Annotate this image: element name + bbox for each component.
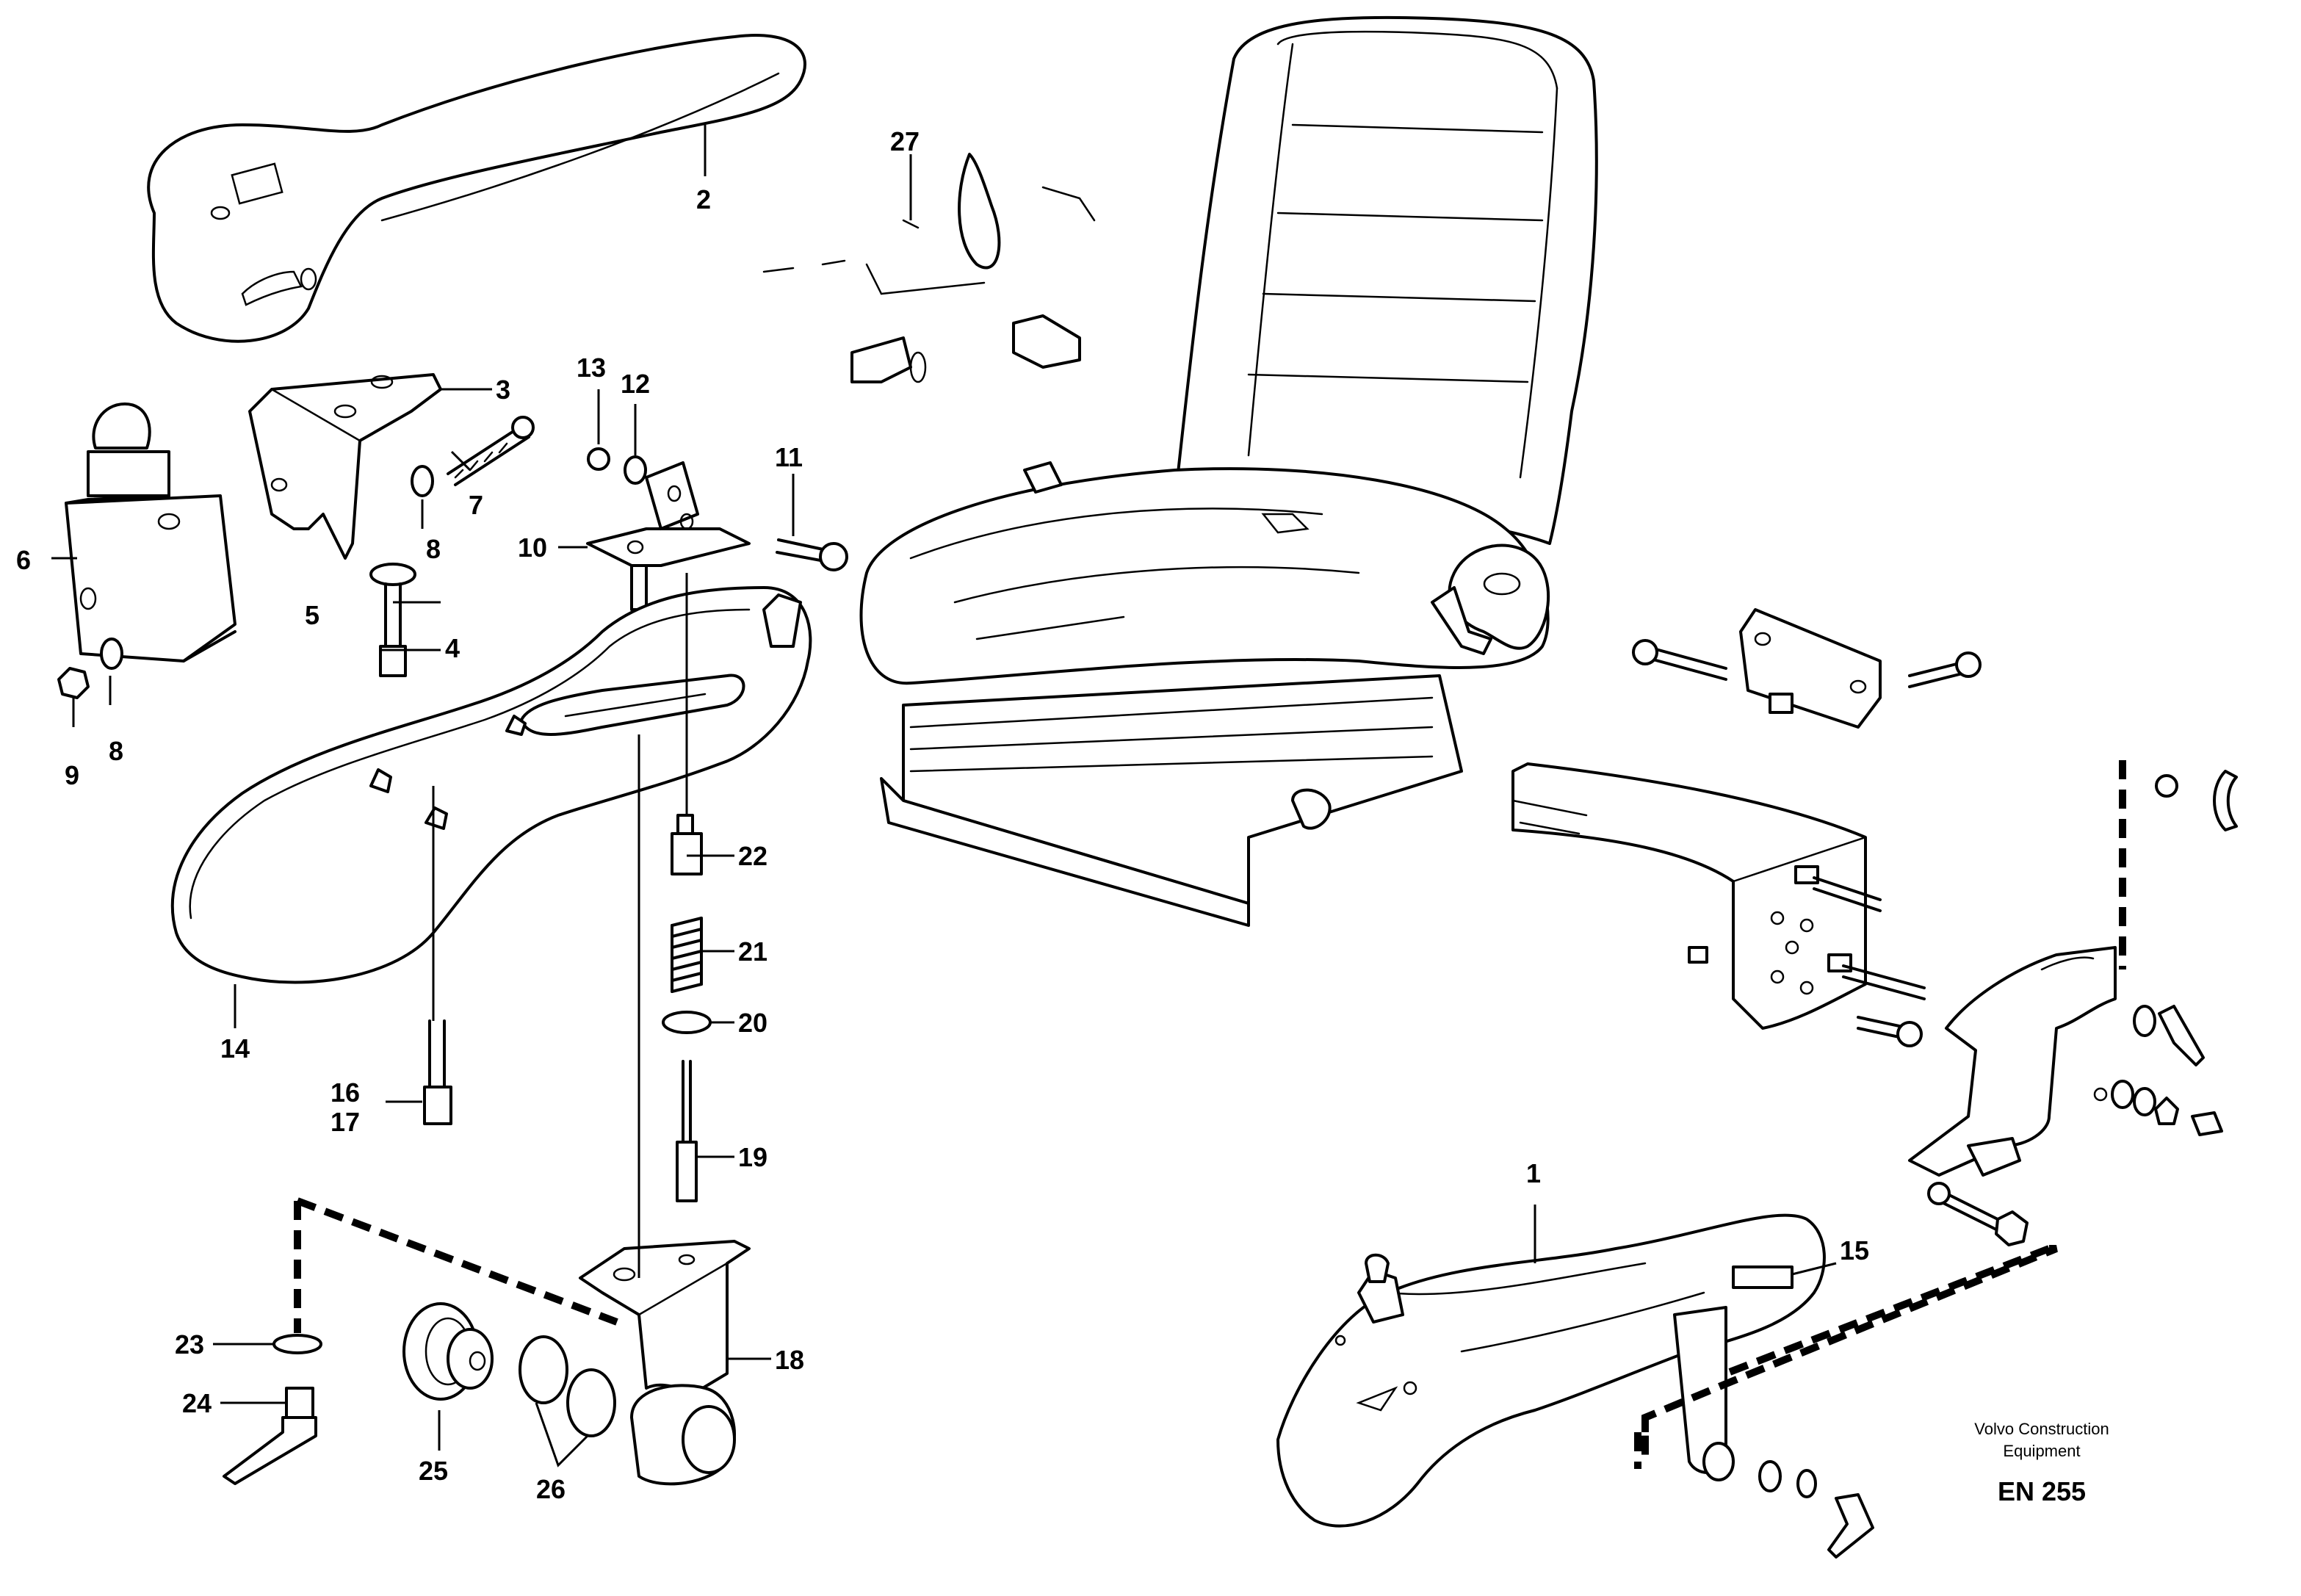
operator-seat bbox=[859, 15, 1598, 927]
callout-numbers: 1 2 3 4 5 6 7 8 8 9 10 11 12 13 14 15 16… bbox=[16, 126, 1869, 1504]
support-bracket bbox=[1908, 946, 2117, 1177]
spring-21 bbox=[671, 917, 703, 993]
bolt-11 bbox=[776, 538, 848, 571]
callout-3: 3 bbox=[496, 375, 510, 405]
callout-9: 9 bbox=[65, 760, 79, 790]
pin-19 bbox=[676, 1060, 698, 1202]
callout-5: 5 bbox=[305, 600, 319, 630]
footer: Volvo Construction Equipment EN 255 bbox=[1974, 1420, 2109, 1506]
washer-5 bbox=[369, 563, 416, 586]
callout-18: 18 bbox=[775, 1345, 804, 1375]
callout-24: 24 bbox=[182, 1388, 212, 1418]
nut-13 bbox=[587, 447, 610, 471]
callout-8b: 8 bbox=[109, 736, 123, 766]
knob-25 bbox=[402, 1302, 494, 1401]
washer-23 bbox=[272, 1334, 322, 1354]
pillar-18 bbox=[579, 1240, 751, 1486]
callout-21: 21 bbox=[738, 936, 767, 967]
clip-parts bbox=[850, 314, 1081, 383]
callout-6: 6 bbox=[16, 545, 31, 575]
joystick-unit-6 bbox=[65, 402, 236, 662]
sleeve-22 bbox=[671, 814, 703, 875]
bracket-10 bbox=[586, 461, 751, 611]
washer-20 bbox=[662, 1011, 712, 1034]
armrest-tray-14 bbox=[170, 586, 812, 984]
callout-12: 12 bbox=[621, 369, 650, 399]
cable-tie-27 bbox=[762, 153, 1096, 295]
armrest-1 bbox=[1276, 1213, 1874, 1559]
callout-27: 27 bbox=[890, 126, 920, 156]
washer-8-upper bbox=[411, 465, 434, 497]
mounting-plate bbox=[1511, 762, 1926, 1047]
callout-8a: 8 bbox=[426, 534, 441, 564]
nut-9 bbox=[57, 667, 90, 699]
washer-12 bbox=[624, 455, 647, 485]
bracket-3 bbox=[248, 373, 442, 560]
footer-code: EN 255 bbox=[1998, 1476, 2086, 1506]
footer-company-line2: Equipment bbox=[2003, 1442, 2080, 1460]
bolt-7 bbox=[447, 416, 535, 486]
washer-8-lower bbox=[100, 638, 123, 670]
callout-26: 26 bbox=[536, 1474, 566, 1504]
callout-15: 15 bbox=[1840, 1235, 1869, 1265]
knob-washers-right bbox=[2111, 1005, 2223, 1136]
callout-19: 19 bbox=[738, 1142, 767, 1172]
snap-rings-top-right bbox=[2155, 770, 2238, 831]
callout-11: 11 bbox=[775, 442, 803, 472]
callout-16: 16 bbox=[330, 1077, 360, 1108]
footer-company-line1: Volvo Construction bbox=[1974, 1420, 2109, 1438]
callout-14: 14 bbox=[220, 1033, 250, 1064]
callout-4: 4 bbox=[445, 633, 460, 663]
callout-25: 25 bbox=[419, 1456, 448, 1486]
callout-13: 13 bbox=[577, 353, 606, 383]
callout-17: 17 bbox=[330, 1107, 360, 1137]
callout-1: 1 bbox=[1526, 1158, 1541, 1188]
o-ring-26b bbox=[566, 1368, 616, 1437]
callout-22: 22 bbox=[738, 841, 767, 871]
callout-2: 2 bbox=[696, 184, 711, 214]
callout-7: 7 bbox=[469, 490, 483, 520]
callout-20: 20 bbox=[738, 1008, 767, 1038]
assembly-line-right2 bbox=[1641, 1245, 2058, 1462]
callout-10: 10 bbox=[518, 532, 547, 563]
small-bracket-right bbox=[1632, 608, 1982, 729]
callout-23: 23 bbox=[175, 1329, 204, 1360]
screw-16-17 bbox=[423, 1019, 452, 1125]
lever-24 bbox=[223, 1387, 317, 1485]
leader-lines bbox=[51, 125, 1837, 1467]
armrest-cover-top bbox=[147, 34, 806, 343]
assembly-line-left bbox=[294, 1197, 618, 1333]
o-ring-26a bbox=[519, 1335, 568, 1404]
screw-4 bbox=[379, 582, 407, 677]
bolt-lower-right bbox=[1927, 1182, 2029, 1246]
